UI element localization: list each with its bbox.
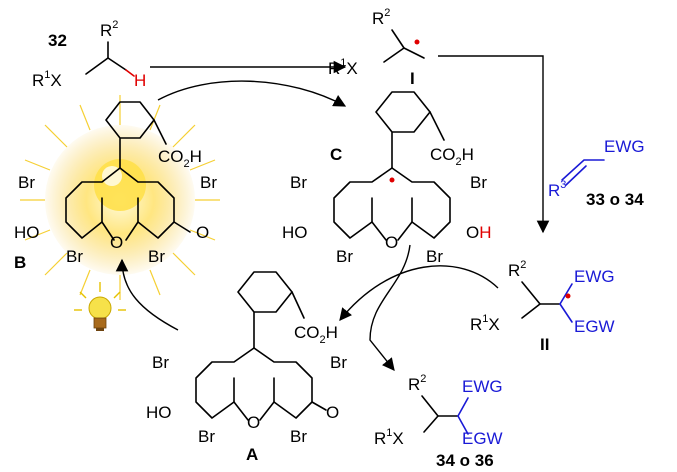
- C-right-ring: [391, 167, 451, 239]
- B-ring-o: O: [110, 233, 123, 252]
- radical-dot-icon: [414, 39, 420, 45]
- C-ho: HO: [282, 223, 308, 242]
- arrow-A-to-B: [115, 258, 179, 331]
- alkene-33-34: EWG R3 33 o 34: [548, 137, 645, 209]
- bond-32: [85, 41, 109, 75]
- B-br-1: Br: [18, 173, 35, 192]
- B-co2h-bond: [153, 119, 167, 145]
- B-br-2: Br: [200, 173, 217, 192]
- label-C: C: [330, 145, 342, 164]
- radical-I: R2 R1X I: [328, 7, 425, 88]
- C-br-4: Br: [426, 247, 443, 266]
- label-33-34: 33 o 34: [586, 190, 644, 209]
- B-br-4: Br: [148, 247, 165, 266]
- C-oh: OH: [466, 223, 492, 242]
- B-br-3: Br: [66, 247, 83, 266]
- C-co2h: CO2H: [430, 145, 474, 168]
- radical-dot-icon: [565, 293, 571, 299]
- alkene-double: [565, 165, 587, 186]
- label-B: B: [14, 253, 26, 272]
- light-bulb-icon: [74, 282, 126, 331]
- A-br-1: Br: [152, 353, 169, 372]
- label-34-36: 34 o 36: [436, 451, 494, 470]
- C-co2h-bond: [429, 111, 445, 141]
- C-left-ring: [333, 167, 393, 239]
- B-carbonyl: [173, 221, 191, 233]
- bond-I-c: [403, 47, 425, 59]
- bond-II-ewg: [559, 283, 573, 305]
- radical-I-r2: R2: [372, 7, 390, 28]
- A-ring-o: O: [247, 413, 260, 432]
- product-r1x: R1X: [374, 427, 404, 448]
- A-co2h: CO2H: [294, 323, 338, 346]
- A-o: O: [326, 403, 339, 422]
- A-br-4: Br: [290, 427, 307, 446]
- species-B: CO2H O Br Br HO Br Br O B: [14, 95, 220, 300]
- B-o: O: [196, 223, 209, 242]
- product-34-36: R2 R1X EWG EGW 34 o 36: [374, 373, 503, 470]
- arrow-to-product: [369, 244, 411, 371]
- bond-32-ch: [107, 57, 127, 71]
- excited-glow-icon: [20, 95, 220, 300]
- r1x-label: R1X: [32, 69, 62, 90]
- A-br-2: Br: [330, 353, 347, 372]
- radical-dot-icon: [389, 177, 395, 183]
- A-phenyl: [237, 271, 293, 349]
- A-oxygen-bridge: [233, 401, 275, 421]
- C-ring-o: O: [385, 233, 398, 252]
- product-r2: R2: [408, 373, 426, 394]
- product-bond-left: [421, 395, 439, 433]
- C-phenyl: [375, 91, 431, 169]
- substrate-32: 32 R2 R1X H: [32, 19, 146, 90]
- bond-32-h: [125, 69, 135, 77]
- r2-label: R2: [100, 19, 118, 40]
- A-br-3: Br: [198, 427, 215, 446]
- B-oxygen-bridge: [101, 221, 139, 241]
- product-bond-egw: [457, 415, 469, 435]
- label-32: 32: [48, 31, 67, 50]
- label-II: II: [540, 335, 549, 354]
- label-I: I: [410, 69, 415, 88]
- C-br-3: Br: [336, 247, 353, 266]
- arrow-B-to-C: [157, 80, 347, 107]
- label-A: A: [246, 445, 258, 464]
- alkene-bond: [561, 159, 605, 181]
- A-right-ring: [253, 347, 313, 419]
- C-br-1: Br: [290, 173, 307, 192]
- B-left-ring: [65, 167, 121, 239]
- radical-II-r1x: R1X: [470, 313, 500, 334]
- arrow-I-to-II: [438, 55, 550, 234]
- C-br-2: Br: [470, 173, 487, 192]
- B-phenyl: [105, 101, 155, 169]
- B-right-ring: [119, 167, 175, 239]
- A-ho: HO: [146, 403, 172, 422]
- A-left-ring: [195, 347, 255, 419]
- alkene-ewg: EWG: [604, 137, 645, 156]
- C-oxygen-bridge: [371, 221, 413, 241]
- h-atom-label: H: [134, 71, 146, 90]
- A-carbonyl: [311, 401, 327, 411]
- product-egw: EGW: [462, 429, 503, 448]
- B-ho: HO: [14, 223, 40, 242]
- radical-II: R2 R1X EWG EGW II: [470, 259, 615, 354]
- species-C: CO2H C O Br Br HO Br Br OH: [282, 91, 492, 266]
- radical-II-egw: EGW: [574, 317, 615, 336]
- species-A: CO2H O Br Br HO O Br Br A: [146, 271, 347, 464]
- radical-II-ewg: EWG: [574, 267, 615, 286]
- B-co2h: CO2H: [158, 147, 202, 170]
- bond-II-egw: [559, 303, 573, 323]
- product-ewg: EWG: [462, 377, 503, 396]
- product-bond-ewg: [457, 397, 469, 417]
- alkene-r3: R3: [548, 179, 566, 200]
- radical-II-r2: R2: [508, 259, 526, 280]
- bond-I: [383, 29, 405, 63]
- A-co2h-bond: [291, 291, 305, 319]
- bond-II-left: [521, 281, 541, 319]
- arrow-C-to-A: [339, 265, 499, 321]
